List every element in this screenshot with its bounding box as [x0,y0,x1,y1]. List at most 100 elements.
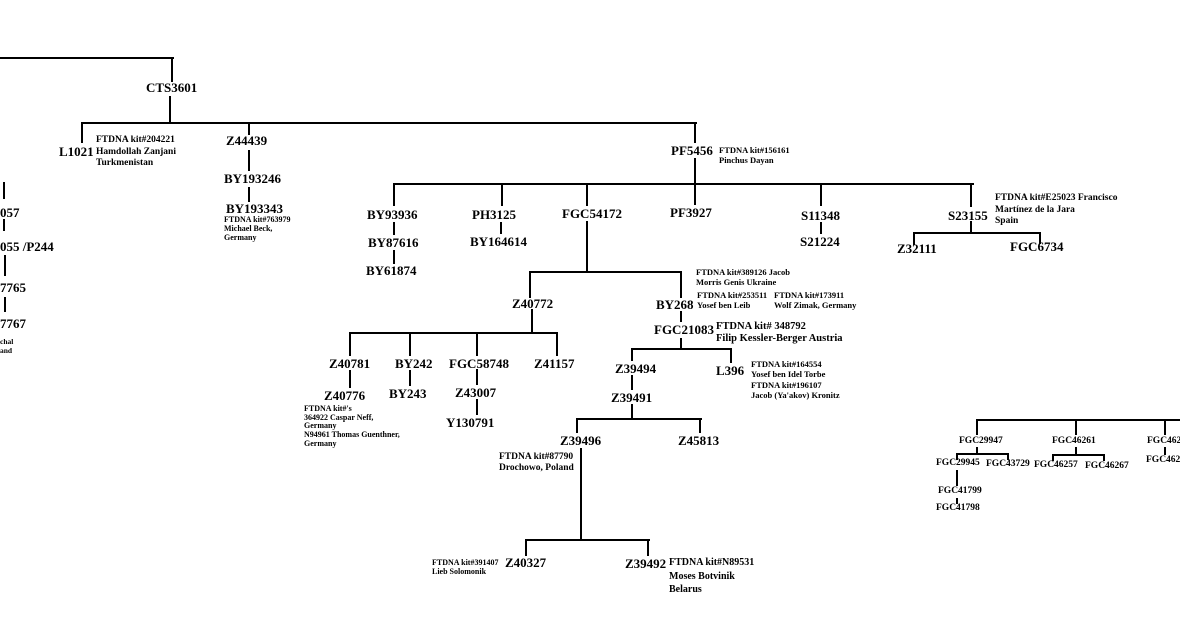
tree-connector-line [1164,419,1166,435]
node-by268: BY268 [656,297,694,312]
tree-connector-line [525,539,650,541]
annotation-line: FTDNA kit#253511 [697,290,768,300]
tree-connector-line [576,418,578,433]
tree-connector-line [529,271,682,273]
tree-connector-line [1007,453,1009,460]
tree-connector-line [393,183,395,206]
node-z40772: Z40772 [512,296,554,311]
tree-connector-line [576,418,702,420]
tree-connector-line [1164,447,1166,455]
tree-connector-line [501,183,503,206]
tree-connector-line [476,399,478,415]
tree-connector-line [409,332,411,356]
annotation-line: FTDNA kit#E25023 Francisco [995,193,1118,203]
annotation-line: Lieb Solomonik [432,567,487,576]
node-fgc4628-cut: FGC4628 [1146,455,1180,465]
annotation-line: Martínez de la Jara [995,204,1075,215]
tree-connector-line [3,182,5,199]
tree-connector-line [393,250,395,264]
node-z39494: Z39494 [615,361,657,376]
annotation-line: Yosef ben Leib [697,299,751,310]
node-by164614: BY164614 [470,234,528,249]
tree-connector-line [476,332,478,356]
node-l1021: L1021 [59,144,94,159]
tree-connector-line [694,122,696,143]
annotation-line: FTDNA kit#173911 [774,290,845,300]
tree-connector-line [394,183,974,185]
node-cts3601: CTS3601 [146,80,198,95]
annotation-line: Spain [995,216,1019,226]
tree-connector-line [820,183,822,206]
tree-connector-line [970,221,972,234]
tree-connector-line [1052,454,1105,456]
annotation-line: Jacob (Ya'akov) Kronitz [751,389,840,400]
tree-connector-line [647,539,649,556]
tree-connector-line [976,419,978,435]
node-z45813: Z45813 [678,433,720,448]
tree-connector-line [349,332,558,334]
tree-connector-line [680,271,682,298]
node-by93936: BY93936 [367,207,418,222]
tree-connector-line [730,348,732,363]
node-by193246: BY193246 [224,171,282,186]
node-fgc29947: FGC29947 [959,436,1003,446]
tree-connector-line [1103,454,1105,461]
tree-connector-line [1052,454,1054,461]
tree-connector-line [976,419,1180,421]
tree-connector-line [500,222,502,234]
tree-connector-line [631,348,633,361]
tree-connector-line [970,183,972,207]
node-pf5456: PF5456 [671,143,713,158]
node-fgc46267: FGC46267 [1085,461,1129,471]
annotation-line: Belarus [669,584,702,595]
tree-connector-line [820,222,822,234]
tree-connector-line [580,448,582,540]
node-by242: BY242 [395,356,433,371]
tree-connector-line [694,158,696,185]
annotation-line: FTDNA kit#164554 [751,359,822,369]
annotation-line: Morris Genis Ukraine [696,276,777,287]
node-fgc58748: FGC58748 [449,356,509,371]
tree-connector-line [680,311,682,322]
tree-connector-line [248,150,250,171]
annotation-line: FTDNA kit#389126 Jacob [696,267,790,277]
tree-connector-line [556,332,558,356]
tree-connector-line [1075,419,1077,435]
tree-connector-line [956,470,958,486]
node-z39491: Z39491 [611,390,653,405]
tree-connector-line [1075,447,1077,454]
annotation-line: Hamdollah Zanjani [96,146,176,157]
annotation-line: 364922 Caspar Neff, [304,412,374,422]
annotation-line: Drochowo, Poland [499,462,574,473]
annotation-line: chal [0,337,14,346]
node-z39496: Z39496 [560,433,602,448]
tree-connector-line [409,370,411,386]
node-fgc29945: FGC29945 [936,458,980,468]
tree-connector-line [956,453,958,460]
node-cut-055-p244: 055 /P244 [0,239,54,254]
tree-connector-line [525,539,527,556]
node-fgc41799: FGC41799 [938,486,982,496]
node-fgc41798: FGC41798 [936,503,980,513]
annotation-line: Germany [304,438,337,448]
node-by193343: BY193343 [226,201,284,216]
tree-connector-line [81,122,697,124]
annotation-line: N94961 Thomas Guenthner, [304,430,400,440]
tree-connector-line [680,338,682,349]
node-cut-7765: 7765 [0,280,26,295]
annotation-line: Wolf Zimak, Germany [774,299,857,310]
node-by61874: BY61874 [366,263,417,278]
